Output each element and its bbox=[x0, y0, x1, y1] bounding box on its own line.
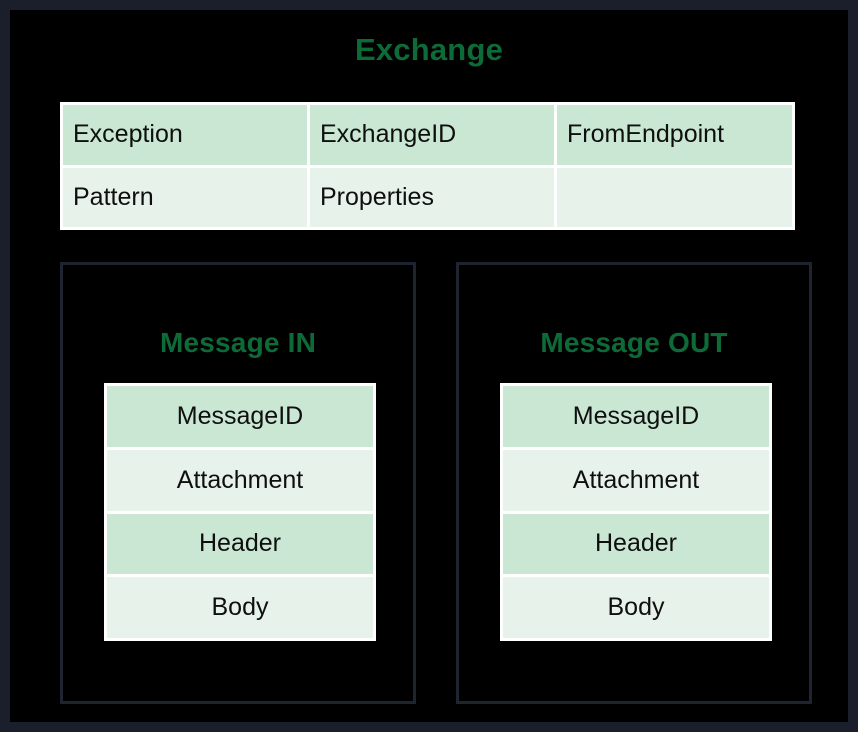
exchange-cell-exception: Exception bbox=[63, 105, 307, 165]
message-in-row-header: Header bbox=[107, 513, 373, 575]
exchange-cell-pattern: Pattern bbox=[63, 167, 307, 227]
exchange-attributes-table: Exception ExchangeID FromEndpoint Patter… bbox=[60, 102, 795, 230]
panel-message-out: Message OUT MessageID Attachment Header … bbox=[456, 262, 812, 704]
message-in-row-attachment: Attachment bbox=[107, 449, 373, 511]
message-out-row-body: Body bbox=[503, 577, 769, 638]
table-row: Pattern Properties bbox=[63, 167, 792, 227]
panel-title-message-out: Message OUT bbox=[540, 327, 728, 358]
exchange-cell-properties: Properties bbox=[310, 167, 554, 227]
panel-message-in: Message IN MessageID Attachment Header B… bbox=[60, 262, 416, 704]
exchange-title: Exchange bbox=[354, 32, 504, 67]
message-out-row-messageid: MessageID bbox=[503, 386, 769, 447]
exchange-cell-empty bbox=[557, 167, 792, 227]
diagram-canvas: Exchange Exception ExchangeID FromEndpoi… bbox=[10, 10, 848, 722]
message-out-row-attachment: Attachment bbox=[503, 449, 769, 511]
exchange-cell-fromendpoint: FromEndpoint bbox=[557, 105, 792, 165]
table-row: Exception ExchangeID FromEndpoint bbox=[63, 105, 792, 165]
message-in-row-body: Body bbox=[107, 577, 373, 638]
message-in-row-messageid: MessageID bbox=[107, 386, 373, 447]
exchange-cell-exchangeid: ExchangeID bbox=[310, 105, 554, 165]
panel-title-message-in: Message IN bbox=[159, 327, 317, 358]
message-out-row-header: Header bbox=[503, 513, 769, 575]
message-in-fields-table: MessageID Attachment Header Body bbox=[104, 383, 376, 641]
message-out-fields-table: MessageID Attachment Header Body bbox=[500, 383, 772, 641]
